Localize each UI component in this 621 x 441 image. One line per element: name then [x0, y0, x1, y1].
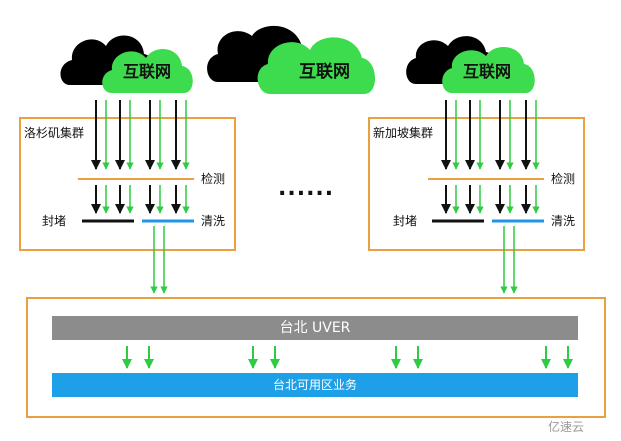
detect-label-right: 检测 [551, 172, 576, 186]
incoming-arrows-right [441, 100, 540, 170]
zone-label: 台北可用区业务 [272, 378, 357, 392]
filtered-arrows-right [441, 185, 540, 214]
cluster-box-left [19, 117, 236, 251]
cluster-box-right [368, 117, 585, 251]
clean-label-right: 清洗 [551, 214, 576, 228]
filtered-arrows-left [91, 185, 190, 214]
cluster-name-left: 洛杉矶集群 [24, 126, 85, 140]
ellipsis: ...... [278, 176, 335, 201]
block-label-left: 封堵 [42, 214, 67, 228]
zone-bar [52, 373, 578, 397]
watermark: 亿速云 [548, 420, 585, 434]
clean-traffic-arrows [150, 226, 518, 294]
cloud-label-middle: 互联网 [299, 62, 350, 82]
detect-label-left: 检测 [201, 172, 226, 186]
cluster-name-right: 新加坡集群 [373, 126, 434, 140]
taipei-box [26, 297, 606, 418]
internal-arrows [122, 346, 573, 369]
gateway-bar [52, 316, 578, 340]
block-label-right: 封堵 [393, 214, 418, 228]
cloud-right [406, 36, 535, 93]
cloud-left [60, 35, 193, 93]
cloud-middle [207, 25, 376, 94]
clean-label-left: 清洗 [201, 214, 226, 228]
gateway-label: 台北 UVER [279, 320, 351, 336]
cloud-label-right: 互联网 [463, 62, 512, 81]
incoming-arrows-left [91, 100, 190, 170]
cloud-label-left: 互联网 [123, 62, 172, 81]
